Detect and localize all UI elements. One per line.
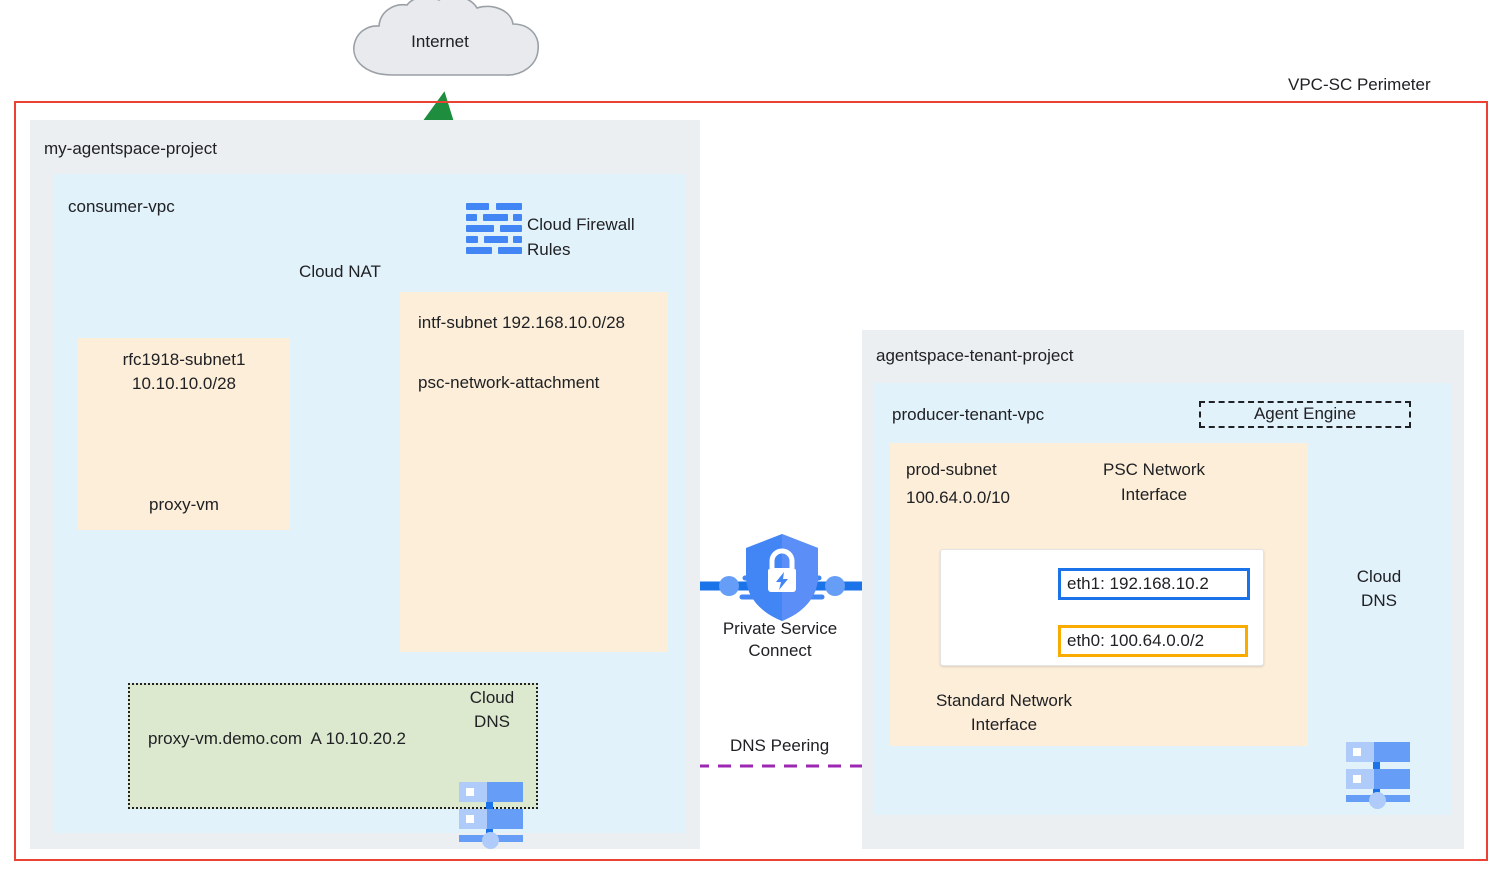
consumer-cloud-dns-label-line1: Cloud (469, 688, 515, 707)
eth1-interface-value: eth1: 192.168.10.2 (1067, 574, 1209, 593)
producer-tenant-vpc-label: producer-tenant-vpc (892, 405, 1045, 424)
std-nic-annotation-line1: Standard Network (935, 691, 1073, 710)
dns-peering-label: DNS Peering (730, 736, 830, 755)
prod-subnet-name: prod-subnet (906, 460, 997, 479)
prod-subnet-cidr: 100.64.0.0/10 (906, 488, 1010, 507)
std-nic-annotation-line2: Interface (970, 715, 1038, 734)
cloud-firewall-label-line2: Rules (527, 240, 571, 259)
consumer-cloud-dns-label-line2: DNS (474, 712, 510, 731)
psc-label-line2: Connect (748, 641, 812, 660)
cloud-nat-label: Cloud NAT (299, 262, 381, 281)
consumer-cloud-dns-icon (459, 782, 523, 849)
perimeter-label: VPC-SC Perimeter (1288, 75, 1431, 94)
eth0-interface-value: eth0: 100.64.0.0/2 (1067, 631, 1205, 650)
firewall-brick-icon (466, 203, 522, 255)
cloud-firewall-label-line1: Cloud Firewall (527, 215, 635, 234)
tenant-cloud-dns-label-line2: DNS (1361, 591, 1397, 610)
eth1-interface-chip[interactable]: eth1: 192.168.10.2 (1058, 568, 1250, 600)
rfc1918-subnet-name: rfc1918-subnet1 (122, 350, 246, 369)
agent-engine-box: Agent Engine (1199, 401, 1411, 428)
psc-network-attachment-label: psc-network-attachment (418, 373, 600, 392)
tenant-cloud-dns-label-line1: Cloud (1356, 567, 1402, 586)
agent-engine-label: Agent Engine (1249, 403, 1361, 426)
rfc1918-subnet-box (78, 338, 290, 530)
intf-subnet-cidr-label: intf-subnet 192.168.10.0/28 (418, 313, 625, 332)
psc-nic-annotation-line1: PSC Network (1102, 460, 1206, 479)
tenant-cloud-dns-icon (1346, 742, 1410, 809)
psc-nic-annotation-line2: Interface (1120, 485, 1188, 504)
dns-record-label: proxy-vm.demo.com A 10.10.20.2 (148, 729, 406, 748)
proxy-vm-label: proxy-vm (149, 495, 219, 514)
psc-label-line1: Private Service (722, 619, 838, 638)
tenant-project-label: agentspace-tenant-project (876, 346, 1074, 365)
eth0-interface-chip[interactable]: eth0: 100.64.0.0/2 (1058, 625, 1248, 657)
consumer-project-label: my-agentspace-project (44, 139, 217, 158)
internet-label: Internet (411, 32, 469, 51)
vpc-sc-perimeter-box (14, 101, 1488, 861)
intf-subnet-box (400, 292, 668, 652)
consumer-vpc-label: consumer-vpc (68, 197, 175, 216)
rfc1918-subnet-cidr: 10.10.10.0/28 (132, 374, 236, 393)
